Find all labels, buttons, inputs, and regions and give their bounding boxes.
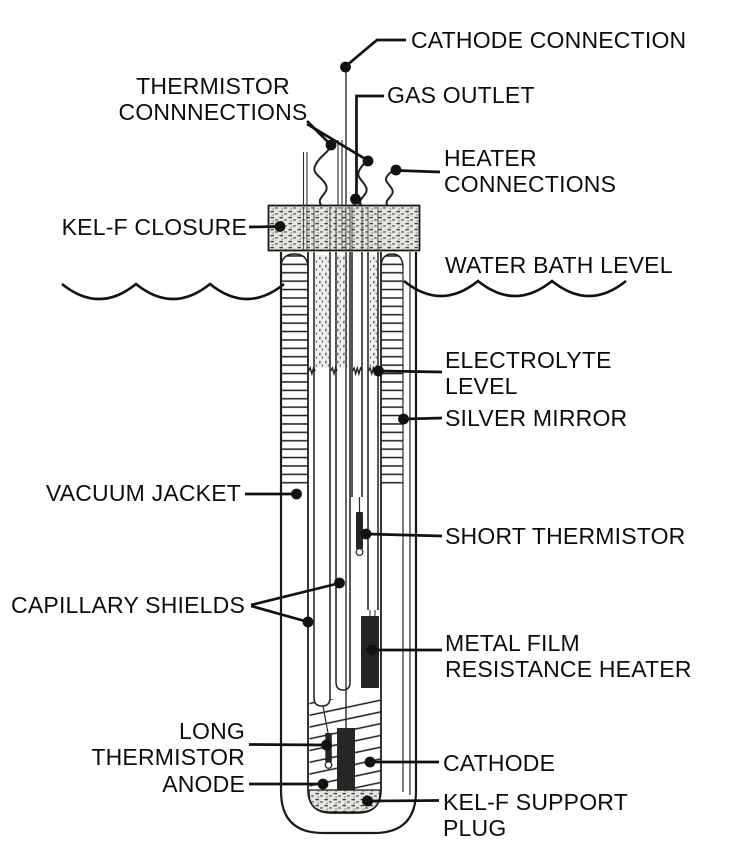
label-water-bath-level: WATER BATH LEVEL xyxy=(445,252,673,278)
label-thermistor-connections: THERMISTOR CONNNECTIONS xyxy=(118,73,308,125)
leader-vacuum-jacket xyxy=(245,488,302,500)
leader-lines xyxy=(245,38,443,807)
water-bath-waves xyxy=(61,279,627,301)
label-heater-connections: HEATER CONNECTIONS xyxy=(444,145,617,197)
leader-cathode-connection xyxy=(340,38,406,73)
label-cathode-connection: CATHODE CONNECTION xyxy=(411,27,687,53)
leader-kel-f-closure xyxy=(248,221,286,232)
kel-f-closure-shape xyxy=(267,204,421,252)
thermistor-lead-pigtail-1 xyxy=(313,146,331,207)
label-long-thermistor: LONG THERMISTOR xyxy=(91,718,245,770)
heater-lead-pigtail xyxy=(384,169,397,207)
label-vacuum-jacket: VACUUM JACKET xyxy=(45,480,241,506)
leader-short-thermistor xyxy=(360,528,443,540)
label-anode: ANODE xyxy=(162,771,245,797)
short-thermistor xyxy=(355,497,364,557)
label-short-thermistor: SHORT THERMISTOR xyxy=(445,523,686,549)
cathode-electrode xyxy=(337,728,355,797)
label-kel-f-closure: KEL-F CLOSURE xyxy=(61,214,247,240)
silver-mirror-hatching xyxy=(280,252,411,795)
leader-thermistor-connections xyxy=(306,120,374,167)
leader-capillary-shields xyxy=(250,577,345,628)
label-kel-f-support-plug: KEL-F SUPPORT PLUG xyxy=(443,789,628,841)
label-cathode: CATHODE xyxy=(443,750,556,776)
leader-gas-outlet xyxy=(350,94,384,205)
leader-heater-connections xyxy=(390,164,441,176)
leader-cathode xyxy=(364,756,439,768)
leader-metal-film-resistance-heater xyxy=(366,644,442,656)
label-gas-outlet: GAS OUTLET xyxy=(387,82,535,108)
leader-kel-f-support-plug xyxy=(362,795,440,807)
leader-long-thermistor xyxy=(248,739,332,751)
leader-anode xyxy=(249,778,329,790)
leader-silver-mirror xyxy=(398,413,443,425)
label-metal-film-resistance-heater: METAL FILM RESISTANCE HEATER xyxy=(445,630,692,682)
leader-electrolyte-level xyxy=(373,365,443,377)
label-electrolyte-level: ELECTROLYTE LEVEL xyxy=(445,347,612,399)
label-capillary-shields: CAPILLARY SHIELDS xyxy=(11,592,245,618)
kel-f-support-plug-shape xyxy=(308,789,381,813)
closure-tube-channels xyxy=(303,207,379,250)
label-silver-mirror: SILVER MIRROR xyxy=(445,405,628,431)
